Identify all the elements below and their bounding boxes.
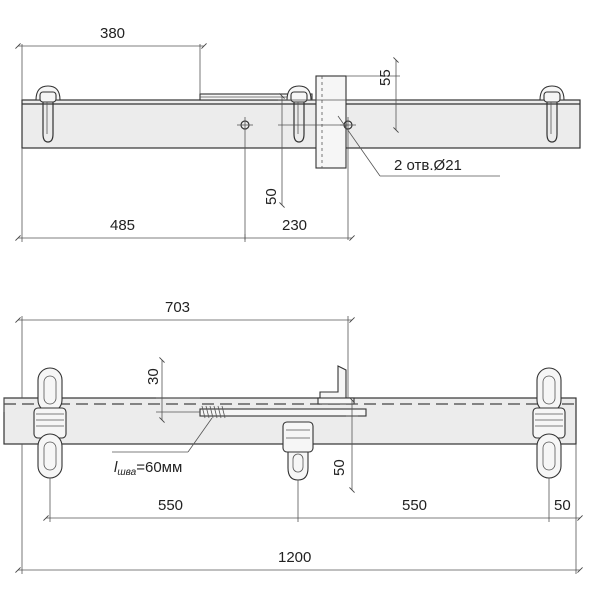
dim-50-right: 50 bbox=[331, 459, 348, 476]
dim-550-left: 550 bbox=[158, 497, 183, 514]
angle-bracket bbox=[319, 365, 347, 399]
top-view: 380 55 50 2 отв.Ø21 485 230 bbox=[15, 25, 581, 242]
hole-leader bbox=[337, 115, 381, 177]
top-left-hook bbox=[35, 85, 61, 143]
weld-note: lшва=60мм bbox=[114, 459, 182, 478]
hole-note: 2 отв.Ø21 bbox=[394, 157, 462, 174]
dim-55: 55 bbox=[377, 69, 394, 86]
bottom-view: lшва=60мм 703 30 50 550 550 50 1200 bbox=[3, 299, 583, 574]
left-chain bbox=[33, 367, 67, 479]
top-beam bbox=[21, 99, 581, 149]
dim-30: 30 bbox=[145, 368, 162, 385]
weld-note-l: l bbox=[114, 459, 118, 476]
dim-230: 230 bbox=[282, 217, 307, 234]
top-right-hook bbox=[539, 85, 565, 143]
weld-note-value: =60мм bbox=[136, 459, 182, 476]
dim-703: 703 bbox=[165, 299, 190, 316]
top-plate bbox=[315, 75, 347, 169]
dim-550-right: 550 bbox=[402, 497, 427, 514]
dim-50-end: 50 bbox=[554, 497, 571, 514]
dim-1200: 1200 bbox=[278, 549, 311, 566]
top-middle-hook bbox=[286, 85, 312, 143]
dim-485: 485 bbox=[110, 217, 135, 234]
weld-note-sub: шва bbox=[117, 467, 136, 478]
threaded-rod bbox=[199, 408, 367, 417]
dim-380: 380 bbox=[100, 25, 125, 42]
rod-thread bbox=[201, 405, 226, 419]
middle-hook bbox=[282, 421, 314, 481]
weld-leader bbox=[187, 417, 213, 453]
dim-50-top: 50 bbox=[263, 188, 280, 205]
right-chain bbox=[532, 367, 566, 479]
